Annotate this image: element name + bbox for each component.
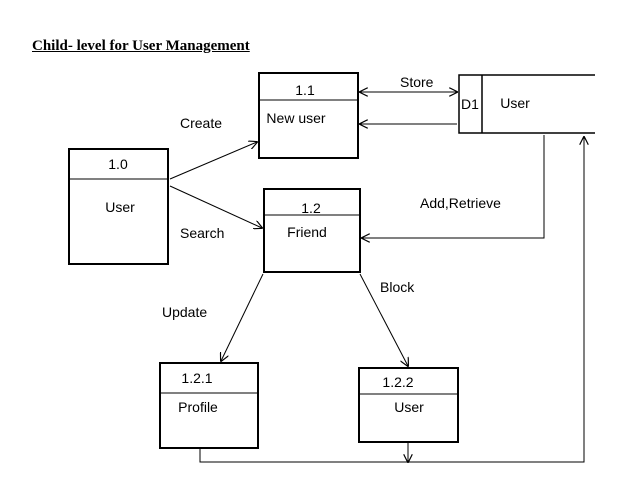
flow-label-update: Update [162,304,207,320]
flow-search-arrow [169,185,262,228]
process-1-2-2-id: 1.2.2 [382,374,413,390]
flow-add-retrieve-arrow [362,135,545,238]
diagram-title: Child- level for User Management [32,38,250,54]
process-1-0-id: 1.0 [108,156,128,172]
datastore-d1[interactable]: D1 User [458,74,595,134]
flow-create-arrow [169,142,257,180]
process-1-2-2-box [358,367,459,443]
process-1-0-box [68,148,169,265]
process-1-0[interactable]: 1.0 User [68,148,169,265]
flow-label-create: Create [180,115,222,131]
process-1-2-box [263,188,361,273]
process-1-1-box [258,72,359,159]
flow-return-to-datastore [199,137,584,463]
process-1-1-label: New user [266,110,325,126]
process-1-0-label: User [105,199,135,215]
flow-label-add-retrieve: Add,Retrieve [420,195,501,211]
flow-update-arrow [221,273,264,361]
process-1-1[interactable]: 1.1 New user [258,72,359,159]
flow-label-search: Search [180,225,224,241]
process-1-1-id: 1.1 [295,82,315,98]
datastore-d1-outline [458,74,595,134]
process-1-2-1[interactable]: 1.2.1 Profile [159,362,259,449]
flow-label-block: Block [380,279,415,295]
flow-block-arrow [359,273,408,366]
datastore-d1-label: User [500,95,530,111]
process-1-2-1-box [159,362,259,449]
process-1-2-1-id: 1.2.1 [181,370,212,386]
process-1-2-label: Friend [287,224,327,240]
process-1-2-1-label: Profile [178,399,218,415]
process-1-2-2-label: User [394,399,424,415]
process-1-2[interactable]: 1.2 Friend [263,188,361,273]
flow-label-store: Store [400,74,434,90]
process-1-2-2[interactable]: 1.2.2 User [358,367,459,443]
process-1-2-id: 1.2 [301,200,321,216]
datastore-d1-id: D1 [461,96,479,112]
